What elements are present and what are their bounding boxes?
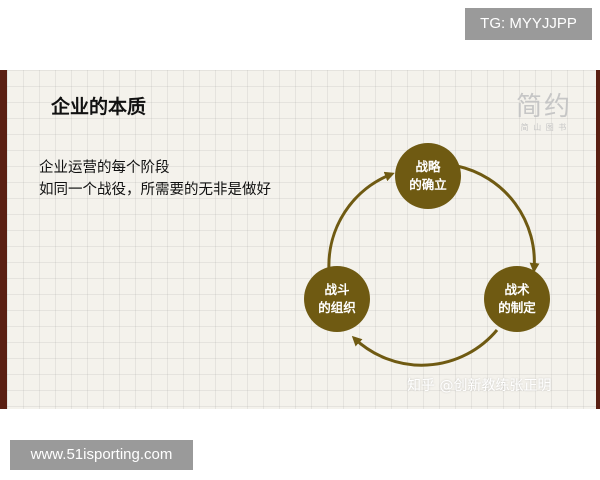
slide-title: 企业的本质 bbox=[51, 96, 147, 118]
logo-main-text: 简约 bbox=[515, 92, 572, 122]
frame-left-border bbox=[0, 70, 7, 409]
site-url-badge: www.51isporting.com bbox=[10, 440, 193, 470]
node-tactics-line1: 战术 bbox=[504, 282, 530, 297]
slide: 企业的本质 企业运营的每个阶段 如同一个战役，所需要的无非是做好 简约 简 山 … bbox=[0, 70, 600, 409]
node-tactics-line2: 的制定 bbox=[498, 300, 536, 315]
zhihu-watermark: 知乎 @创新教练张正明 bbox=[407, 378, 552, 394]
arrow-strategy-to-tactics bbox=[456, 164, 540, 273]
node-tactics: 战术 的制定 bbox=[484, 266, 550, 332]
arrow-tactics-to-combat bbox=[351, 329, 499, 367]
description-line-1: 企业运营的每个阶段 bbox=[39, 160, 170, 176]
node-strategy-line2: 的确立 bbox=[409, 177, 447, 192]
cycle-diagram: 战略 的确立 战术 的制定 战斗 的组织 bbox=[304, 143, 550, 367]
description-line-2: 如同一个战役，所需要的无非是做好 bbox=[39, 182, 271, 198]
node-combat-line2: 的组织 bbox=[318, 300, 356, 315]
node-strategy-line1: 战略 bbox=[415, 159, 441, 174]
logo-sub-text: 简 山 图 书 bbox=[520, 123, 568, 132]
arrow-combat-to-strategy bbox=[327, 171, 395, 271]
node-strategy: 战略 的确立 bbox=[395, 143, 461, 209]
brand-logo: 简约 简 山 图 书 bbox=[509, 92, 579, 142]
node-combat-line1: 战斗 bbox=[324, 282, 350, 297]
node-combat: 战斗 的组织 bbox=[304, 266, 370, 332]
frame-right-border bbox=[596, 70, 600, 409]
grid-paper: 企业的本质 企业运营的每个阶段 如同一个战役，所需要的无非是做好 简约 简 山 … bbox=[7, 70, 596, 409]
tg-badge: TG: MYYJJPP bbox=[465, 8, 592, 40]
